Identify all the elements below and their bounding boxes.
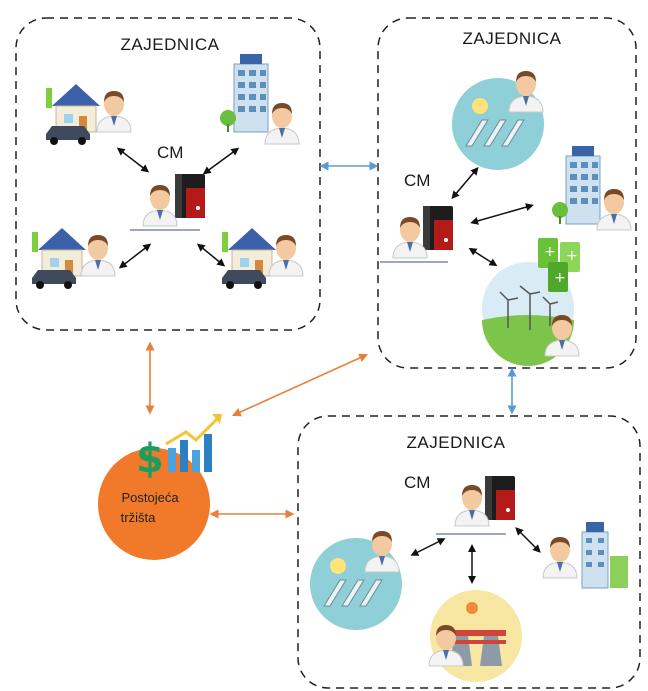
- community-box-2: [377, 17, 637, 369]
- community-3-green-building: [542, 521, 629, 589]
- community-2-manager-label: CM: [404, 171, 430, 190]
- market-label-line2: tržišta: [121, 510, 156, 525]
- community-1-title: ZAJEDNICA: [121, 35, 220, 54]
- community-3-manager-label: CM: [404, 473, 430, 492]
- community-2-office: [551, 145, 632, 231]
- dollar-chart-icon: $: [136, 414, 222, 482]
- community-3-title: ZAJEDNICA: [407, 433, 506, 452]
- community-1-office: [219, 53, 300, 145]
- community-2-wind: [481, 238, 580, 367]
- community-1-manager: [130, 174, 205, 231]
- community-2-manager: [380, 206, 453, 263]
- community-links: [319, 161, 517, 415]
- community-1-house-top-left: [45, 83, 132, 146]
- market-links: [145, 341, 369, 519]
- community-3-manager: [436, 476, 515, 535]
- market-circle: [98, 448, 210, 560]
- community-3-member-links: [410, 527, 541, 584]
- community-3-solar: [309, 530, 403, 631]
- community-1-house-bottom-right: [221, 227, 304, 290]
- community-1-manager-label: CM: [157, 143, 183, 162]
- svg-text:$: $: [136, 436, 164, 482]
- community-1-house-bottom-left: [31, 227, 116, 290]
- market-label-line1: Postojeća: [121, 490, 179, 505]
- market-node: $ Postojeća tržišta: [98, 414, 222, 560]
- community-2-title: ZAJEDNICA: [463, 29, 562, 48]
- community-1-member-links: [116, 147, 240, 269]
- community-2-solar: [451, 70, 545, 171]
- community-box-3: [297, 415, 641, 689]
- community-2-member-links: [451, 166, 534, 267]
- community-3-plant: [428, 590, 522, 682]
